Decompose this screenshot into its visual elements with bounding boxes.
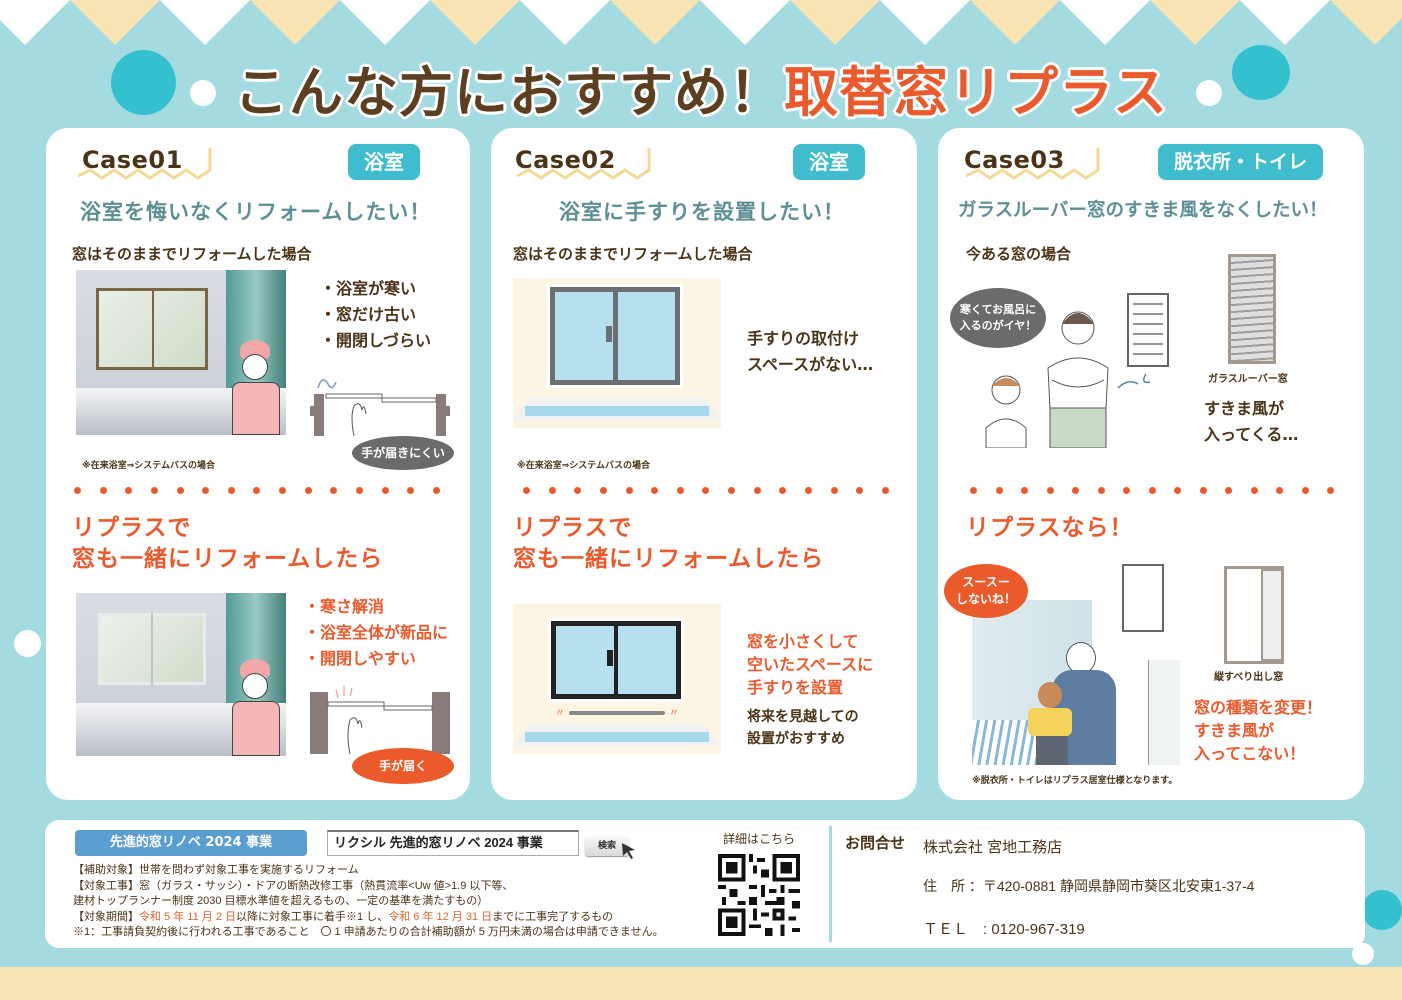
woman-illustration	[226, 340, 286, 435]
case-label: Case01	[82, 146, 183, 174]
casement-window-image	[1224, 566, 1284, 664]
decor-dot	[190, 80, 216, 106]
window-illustration-before	[513, 278, 721, 428]
decor-dot	[1352, 943, 1374, 965]
cursor-icon	[622, 843, 635, 859]
case-card-03: Case03 脱衣所・トイレ ガラスルーバー窓のすきま風をなくしたい！ 今ある窓…	[938, 128, 1364, 800]
before-label: 窓はそのままでリフォームした場合	[513, 245, 753, 263]
dressing-room-illustration	[972, 560, 1180, 765]
window-caption: 縦すべり出し窓	[1214, 672, 1284, 683]
cold-family-illustration	[985, 293, 1169, 448]
bottom-band	[0, 967, 1402, 1000]
case-card-01: Case01 浴室 浴室を悔いなくリフォームしたい！ 窓はそのままでリフォームし…	[46, 128, 470, 800]
after-heading: リプラスなら！	[966, 515, 1134, 541]
note: ※脱衣所・トイレはリプラス居室仕様となります。	[972, 776, 1178, 786]
decor-dot	[1232, 45, 1290, 100]
qr-code[interactable]	[718, 853, 800, 937]
room-tag: 浴室	[793, 144, 865, 180]
zigzag-decoration	[966, 148, 1100, 180]
search-button[interactable]: 検索	[585, 836, 629, 856]
decor-dot	[14, 630, 41, 657]
bathroom-photo-after	[76, 593, 286, 756]
after-text-orange: 窓の種類を変更！ すきま風が 入ってこない！	[1194, 698, 1323, 763]
before-label: 窓はそのままでリフォームした場合	[72, 245, 312, 263]
zigzag-decoration	[517, 148, 651, 180]
search-input[interactable]: リクシル 先進的窓リノベ 2024 事業	[327, 830, 579, 856]
room-tag: 脱衣所・トイレ	[1158, 144, 1324, 180]
note: ※在来浴室⇒システムバスの場合	[82, 461, 216, 471]
case-subtitle: ガラスルーバー窓のすきま風をなくしたい！	[958, 200, 1328, 221]
speech-bubble: 手が届く	[352, 748, 454, 784]
title-part-1: こんな方におすすめ！	[234, 61, 785, 124]
footer-panel: 先進的窓リノベ 2024 事業 リクシル 先進的窓リノベ 2024 事業 検索 …	[45, 820, 1365, 948]
dot-divider	[74, 487, 440, 495]
case-label: Case03	[964, 146, 1065, 174]
case-subtitle: 浴室に手すりを設置したい！	[559, 200, 845, 224]
qr-label: 詳細はこちら	[723, 832, 796, 846]
subsidy-badge: 先進的窓リノベ 2024 事業	[75, 830, 307, 856]
before-bullets: ・浴室が寒い ・窓だけ古い ・開閉しづらい	[320, 279, 432, 350]
speech-bubble: スースー しないね！	[944, 564, 1028, 618]
case-card-02: Case02 浴室 浴室に手すりを設置したい！ 窓はそのままでリフォームした場合…	[491, 128, 917, 800]
after-bullets: ・寒さ解消 ・浴室全体が新品に ・開閉しやすい	[304, 597, 449, 668]
after-heading: リプラスで 窓も一緒にリフォームしたら	[72, 515, 384, 572]
address: 住 所 ：〒420-0881 静岡県静岡市葵区北安東1-37-4	[923, 878, 1255, 894]
contact-title: お問合せ	[845, 834, 906, 852]
footer-divider	[829, 826, 832, 942]
note: ※在来浴室⇒システムバスの場合	[517, 461, 651, 471]
speech-bubble: 寒くてお風呂に 入るのがイヤ！	[950, 288, 1046, 348]
company-name: 株式会社 宮地工務店	[923, 839, 1063, 856]
zigzag-decoration	[78, 148, 212, 180]
bunting-decoration	[0, 0, 1402, 45]
before-label: 今ある窓の場合	[966, 245, 1072, 263]
dot-divider	[970, 487, 1334, 495]
before-text: 手すりの取付け スペースがない…	[747, 329, 874, 374]
louver-window-image	[1228, 254, 1276, 364]
case-subtitle: 浴室を悔いなくリフォームしたい！	[80, 200, 432, 224]
after-text-brown: 将来を見越しての 設置がおすすめ	[747, 709, 859, 747]
after-heading: リプラスで 窓も一緒にリフォームしたら	[513, 515, 825, 572]
decor-dot	[1196, 80, 1222, 106]
page-title: こんな方におすすめ！取替窓リプラス	[0, 48, 1402, 127]
subsidy-details: 【補助対象】世帯を問わず対象工事を実施するリフォーム 【対象工事】窓（ガラス・サ…	[73, 864, 664, 938]
handrail-reachable-illustration	[310, 686, 450, 754]
after-text-orange: 窓を小さくして 空いたスペースに 手すりを設置	[747, 632, 874, 697]
before-text: すきま風が 入ってくる…	[1204, 399, 1299, 444]
window-caption: ガラスルーバー窓	[1208, 374, 1288, 385]
decor-dot	[111, 50, 176, 115]
window-illustration-after: 〃 〃	[513, 604, 721, 754]
handrail-hard-to-reach-illustration	[310, 379, 450, 436]
dot-divider	[523, 487, 889, 495]
decor-dot	[1362, 890, 1402, 930]
phone: ＴＥＬ : 0120-967-319	[923, 921, 1085, 938]
title-part-2: 取替窓リプラス	[784, 61, 1168, 124]
room-tag: 浴室	[348, 144, 420, 180]
case-label: Case02	[515, 146, 616, 174]
bathroom-photo-before	[76, 270, 286, 435]
speech-bubble: 手が届きにくい	[352, 436, 454, 470]
woman-illustration	[226, 659, 286, 756]
